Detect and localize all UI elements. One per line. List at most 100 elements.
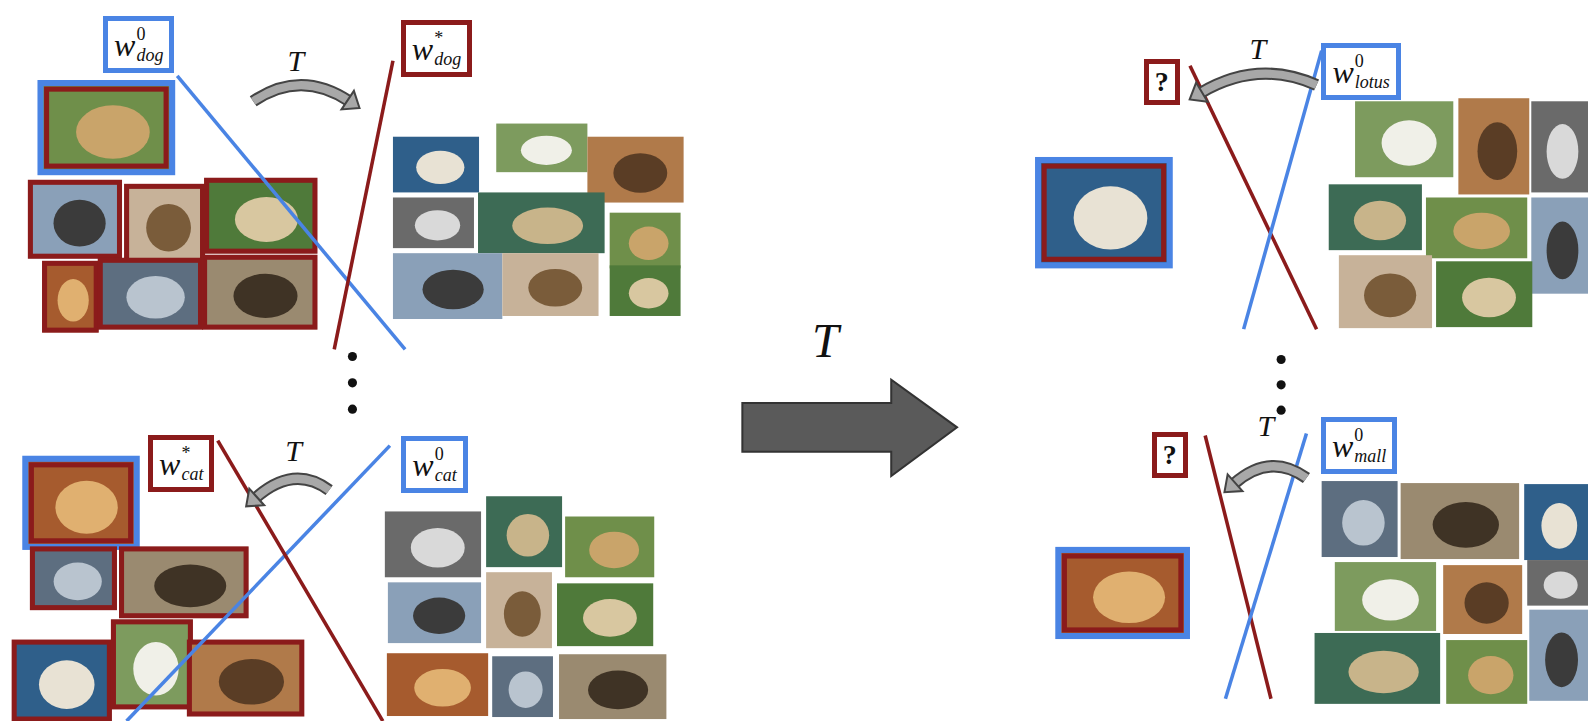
weight-box: w0lotus: [1321, 43, 1400, 100]
photo-subject: [528, 269, 582, 307]
photo-frame-red: [189, 642, 301, 714]
photo-ground: [1355, 101, 1453, 177]
photo: [1531, 101, 1588, 192]
weight-box: w0 mall: [1321, 417, 1397, 474]
photo-frame-red: [127, 186, 203, 261]
photo-ground: [388, 582, 481, 643]
photo-ground: [387, 653, 488, 716]
photo-ground: [496, 124, 587, 173]
illustration-group: [12, 51, 1588, 721]
hyperplanes: [127, 51, 1322, 721]
photo: [12, 640, 111, 721]
photo: [1038, 160, 1170, 265]
superscript: 0: [1354, 426, 1386, 444]
photo: [1531, 197, 1588, 293]
photo-frame-red: [45, 263, 97, 330]
photo-subject: [629, 278, 669, 308]
photo: [30, 547, 116, 610]
photo-ground: [1401, 483, 1519, 559]
photo: [388, 582, 481, 643]
photo-subject: [414, 669, 471, 707]
transform-arc: [1200, 74, 1316, 94]
photo: [1335, 562, 1436, 631]
weight-symbol: w: [114, 29, 135, 61]
photo-subject: [613, 153, 667, 192]
transform-arc: [1234, 466, 1307, 484]
photo: [43, 261, 99, 332]
photo: [125, 184, 205, 263]
photo-subject: [413, 598, 465, 634]
photo-ground: [1458, 98, 1529, 194]
transform-label: T: [812, 317, 839, 365]
transform-arc-outline: [253, 85, 349, 101]
photo-ground: [1531, 197, 1588, 293]
photo-subject: [507, 514, 550, 557]
photo-subject: [1362, 579, 1419, 620]
photo-ground: [12, 640, 111, 721]
photo: [203, 255, 317, 329]
photo-subject: [509, 671, 543, 707]
photo: [1339, 255, 1432, 328]
photo-ground: [1529, 610, 1588, 701]
photo-subject: [411, 528, 465, 567]
script-stack: *dog: [434, 29, 461, 68]
weight-box: w*dog: [401, 20, 472, 77]
transform-label: T: [1249, 34, 1266, 64]
photo-ground: [1339, 255, 1432, 328]
photo-subject: [76, 105, 150, 158]
photo: [25, 459, 136, 547]
weight-box: w0cat: [401, 436, 467, 493]
photo-ground: [28, 180, 121, 258]
weight-symbol: w: [1332, 430, 1353, 462]
photo-subject: [1478, 122, 1518, 180]
photo-subject: [589, 532, 639, 568]
photo-frame-red: [1064, 556, 1180, 630]
photo-frame-blue: [1058, 550, 1187, 636]
photo: [1329, 184, 1422, 250]
photo-ground: [393, 253, 502, 319]
photo-ground: [1315, 633, 1441, 704]
photo-subject: [219, 659, 284, 705]
photo: [1315, 633, 1441, 704]
script-stack: 0 mall: [1354, 426, 1386, 465]
photo-ground: [610, 265, 681, 316]
ellipsis-dot: [348, 405, 357, 414]
subscript: dog: [136, 46, 163, 64]
photo: [120, 547, 249, 618]
ellipsis-dot: [1277, 380, 1286, 389]
photo-ground: [502, 253, 598, 316]
ellipsis-dot: [348, 378, 357, 387]
transform-arrowhead: [1190, 83, 1208, 102]
photo: [41, 83, 173, 172]
photo: [1058, 550, 1187, 636]
photo: [486, 496, 562, 567]
photo-set: [12, 83, 1588, 721]
photo-ground: [1436, 261, 1532, 327]
photo-ground: [557, 583, 653, 646]
photo-subject: [233, 274, 297, 318]
photo-subject: [1545, 632, 1578, 687]
photo-subject: [1468, 656, 1513, 694]
photo-subject: [504, 591, 541, 637]
photo-ground: [41, 83, 173, 172]
photo-ground: [565, 517, 654, 578]
photo-ground: [125, 184, 205, 263]
unknown-weight-box: ?: [1152, 432, 1188, 478]
photo-ground: [25, 459, 136, 547]
photo-ground: [559, 654, 666, 719]
photo-frame-red: [1044, 166, 1164, 259]
script-stack: 0cat: [435, 445, 457, 484]
subscript: mall: [1354, 447, 1386, 465]
photo-subject: [1465, 582, 1509, 623]
photo-subject: [583, 599, 637, 637]
photo-subject: [415, 210, 460, 240]
photo: [385, 511, 481, 577]
photo-subject: [1547, 124, 1579, 179]
transform-arrowhead: [1224, 474, 1242, 492]
photo-frame-red: [30, 182, 119, 256]
superscript: 0: [136, 25, 163, 43]
photo-ground: [610, 213, 681, 269]
photo-subject: [1074, 186, 1148, 249]
